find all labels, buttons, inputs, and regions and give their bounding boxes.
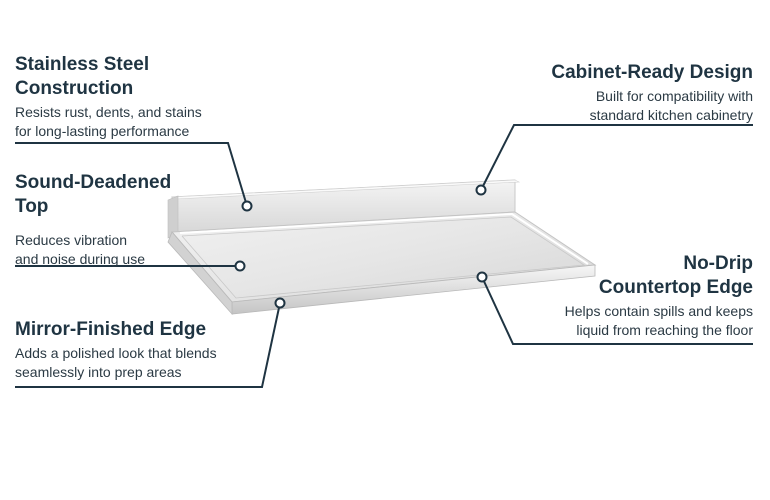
feature-description: Adds a polished look that blends seamles… xyxy=(15,345,217,380)
feature-no-drip-edge: No-Drip Countertop Edge Helps contain sp… xyxy=(565,252,753,340)
feature-description: Resists rust, dents, and stains for long… xyxy=(15,104,202,139)
feature-title: Stainless Steel Construction xyxy=(15,54,150,99)
feature-mirror-finished-edge: Mirror-Finished Edge Adds a polished loo… xyxy=(15,318,217,382)
side-edge xyxy=(167,231,233,316)
feature-description: Built for compatibility with standard ki… xyxy=(589,88,753,123)
leader-cabinet xyxy=(480,124,753,191)
feature-title: Sound-Deadened Top xyxy=(15,172,172,217)
feature-title: Cabinet-Ready Design xyxy=(551,62,753,83)
leader-stainless xyxy=(15,142,248,207)
dot-sound xyxy=(234,260,246,272)
feature-description: Helps contain spills and keeps liquid fr… xyxy=(564,303,753,338)
leader-nodrip xyxy=(481,276,753,345)
countertop xyxy=(167,179,597,316)
feature-sound-deadened: Sound-Deadened Top Reduces vibration and… xyxy=(15,171,171,269)
feature-stainless-steel: Stainless Steel Construction Resists rus… xyxy=(15,53,202,141)
leader-lines xyxy=(15,124,753,388)
dot-stainless xyxy=(241,200,253,212)
feature-title: No-Drip Countertop Edge xyxy=(598,253,753,298)
feature-description: Reduces vibration and noise during use xyxy=(15,232,145,267)
dot-cabinet xyxy=(475,184,487,196)
dot-mirror xyxy=(274,297,286,309)
dot-nodrip xyxy=(476,271,488,283)
feature-cabinet-ready: Cabinet-Ready Design Built for compatibi… xyxy=(551,61,753,125)
leader-mirror xyxy=(15,302,281,388)
no-drip-rim xyxy=(179,212,589,265)
feature-title: Mirror-Finished Edge xyxy=(15,319,207,340)
callout-dots xyxy=(234,184,488,309)
